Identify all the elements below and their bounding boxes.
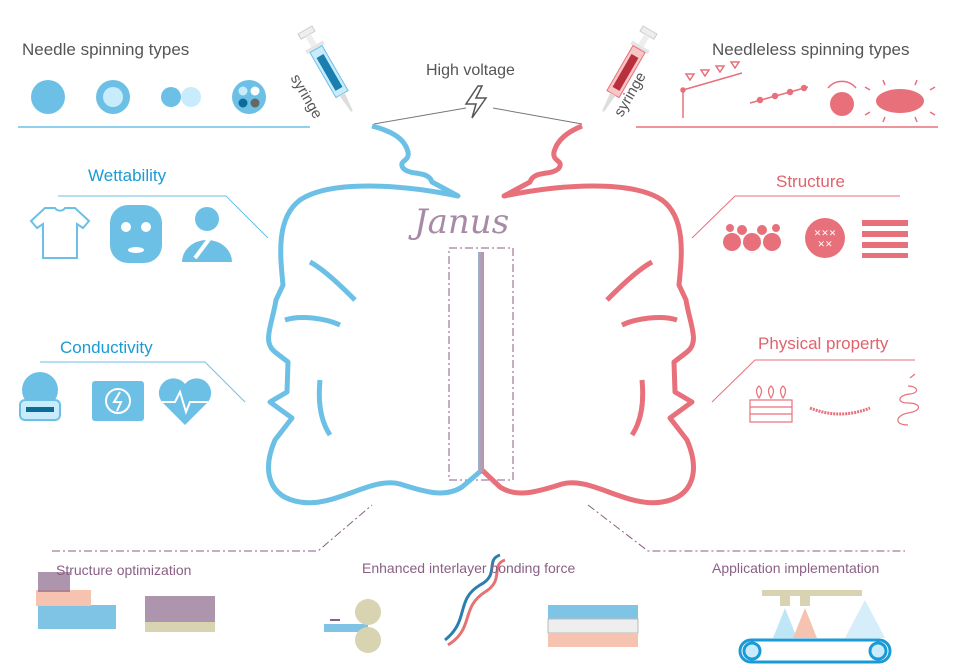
janus-title: Janus bbox=[414, 202, 510, 242]
wettability-label: Wettability bbox=[88, 166, 167, 185]
application-icons bbox=[738, 590, 892, 664]
high-voltage-label: High voltage bbox=[426, 62, 515, 79]
syringe-left-icon bbox=[297, 25, 353, 112]
blue-head-profile bbox=[266, 123, 484, 506]
structure-label: Structure bbox=[776, 172, 845, 191]
physical-property-label: Physical property bbox=[758, 334, 889, 353]
needleless-type-icons bbox=[680, 61, 936, 123]
janus-stem bbox=[478, 252, 484, 472]
application-label: Application implementation bbox=[712, 560, 880, 576]
needleless-spinning-title: Needleless spinning types bbox=[712, 40, 910, 59]
structure-optimization-icons bbox=[36, 572, 215, 632]
svg-text:✕✕✕: ✕✕✕ bbox=[814, 228, 837, 238]
wettability-divider bbox=[58, 195, 269, 239]
lightning-icon bbox=[464, 85, 488, 119]
conductivity-icons bbox=[19, 372, 212, 425]
wire-left bbox=[373, 107, 467, 125]
structure-optimization-label: Structure optimization bbox=[56, 562, 192, 578]
janus-dashed-box bbox=[448, 247, 514, 481]
bottom-left-dashed bbox=[52, 504, 373, 552]
structure-icons: ✕✕✕ ✕✕ bbox=[723, 218, 908, 258]
bottom-right-dashed bbox=[587, 504, 905, 552]
svg-text:✕✕: ✕✕ bbox=[817, 239, 832, 249]
bonding-force-icons bbox=[324, 553, 639, 653]
wettability-icons bbox=[29, 205, 232, 263]
physical-divider bbox=[711, 359, 915, 403]
bonding-force-label: Enhanced interlayer bonding force bbox=[362, 560, 576, 576]
wire-right bbox=[492, 107, 583, 125]
physical-property-icons bbox=[749, 373, 920, 426]
needle-type-icons bbox=[31, 80, 266, 114]
conductivity-divider bbox=[40, 361, 246, 403]
syringe-right-icon bbox=[602, 25, 658, 112]
structure-divider bbox=[691, 195, 900, 239]
conductivity-label: Conductivity bbox=[60, 338, 153, 357]
red-head-profile bbox=[480, 123, 696, 506]
needle-spinning-title: Needle spinning types bbox=[22, 40, 190, 59]
